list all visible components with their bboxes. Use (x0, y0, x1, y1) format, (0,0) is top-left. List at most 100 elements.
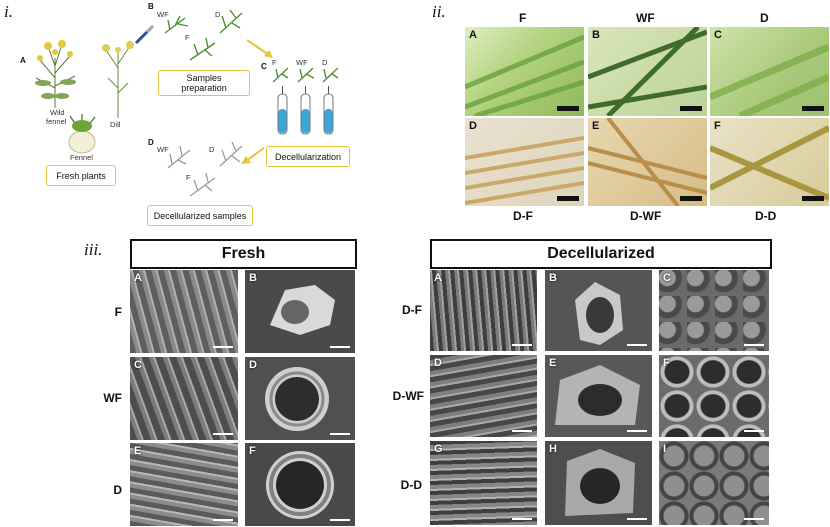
fresh-scalebar-b (330, 346, 350, 348)
ii-scalebar-e (680, 196, 702, 201)
fresh-scalebar-e (213, 519, 233, 521)
panel-i-label: i. (4, 2, 13, 21)
d-code-wf: WF (157, 145, 169, 154)
decell-sem-i: I (659, 441, 769, 525)
fennel-label: Fennel (70, 153, 93, 162)
ii-scalebar-d (557, 196, 579, 201)
decell-sem-d: D (430, 355, 537, 437)
decellularization-box: Decellularization (266, 146, 350, 167)
panel-i-label-b: B (148, 2, 154, 11)
ii-scalebar-c (802, 106, 824, 111)
panel-i-label-a: A (20, 56, 26, 65)
fresh-letter-c: C (134, 359, 142, 371)
decell-sem-e: E (545, 355, 652, 437)
fresh-letter-a: A (134, 272, 142, 284)
fresh-sem-f: F (245, 443, 355, 526)
decell-letter-g: G (434, 443, 443, 455)
decell-scalebar-c (744, 344, 764, 346)
wild-fennel-illustration (35, 40, 76, 108)
c-code-f: F (272, 58, 277, 67)
fennel-bulb-illustration (68, 114, 96, 154)
ii-title-d-wf: D-WF (630, 209, 662, 223)
b-code-wf: WF (157, 10, 169, 19)
b-sample-sprigs (164, 9, 243, 61)
decell-scalebar-e (627, 430, 647, 432)
fresh-sem-d: D (245, 357, 355, 440)
panel-ii-label: ii. (432, 2, 446, 21)
ii-scalebar-b (680, 106, 702, 111)
wild-fennel-label-2: fennel (46, 117, 67, 126)
decell-letter-f: F (663, 357, 670, 369)
arrow-b-to-c (246, 39, 273, 58)
c-code-wf: WF (296, 58, 308, 67)
decellularized-samples-box: Decellularized samples (147, 205, 253, 226)
fresh-row-label-wf: WF (103, 391, 122, 405)
fresh-scalebar-d (330, 433, 350, 435)
decell-scalebar-a (512, 344, 532, 346)
fresh-header: Fresh (130, 239, 357, 269)
ii-photo-d: D (465, 118, 584, 206)
fresh-letter-d: D (249, 359, 257, 371)
ii-photo-e: E (588, 118, 707, 206)
fresh-letter-f: F (249, 445, 256, 457)
fresh-sem-c: C (130, 357, 238, 440)
panel-i-label-c: C (261, 62, 267, 71)
ii-letter-e: E (592, 120, 600, 132)
fresh-row-label-d: D (113, 483, 122, 497)
fresh-letter-e: E (134, 445, 142, 457)
fresh-scalebar-a (213, 346, 233, 348)
ii-scalebar-f (802, 196, 824, 201)
ii-title-wf: WF (636, 11, 655, 25)
wild-fennel-label-1: Wild (50, 108, 65, 117)
dill-label: Dill (110, 120, 121, 129)
c-code-d: D (322, 58, 328, 67)
ii-letter-b: B (592, 29, 600, 41)
fresh-sem-b: B (245, 270, 355, 353)
arrow-c-to-d (241, 147, 265, 164)
ii-title-f: F (519, 11, 527, 25)
decell-letter-h: H (549, 443, 557, 455)
decell-scalebar-i (744, 518, 764, 520)
ii-photo-f: F (710, 118, 829, 206)
decell-row-label-d-d: D-D (400, 478, 422, 492)
decell-scalebar-b (627, 344, 647, 346)
dill-illustration (102, 41, 134, 118)
d-decellularized-sprigs (167, 141, 243, 197)
panel-iii-label: iii. (84, 240, 103, 259)
decell-sem-c: C (659, 270, 769, 351)
decell-row-label-d-wf: D-WF (392, 389, 424, 403)
decell-letter-i: I (663, 443, 667, 455)
decell-scalebar-h (627, 518, 647, 520)
c-sprigs-and-tubes (272, 67, 339, 135)
ii-photo-c: C (710, 27, 829, 116)
samples-preparation-box: Samples preparation (158, 70, 250, 96)
fresh-scalebar-c (213, 433, 233, 435)
ii-photo-b: B (588, 27, 707, 116)
fresh-row-label-f: F (114, 305, 122, 319)
fresh-letter-b: B (249, 272, 257, 284)
ii-title-d: D (760, 11, 769, 25)
decell-row-label-d-f: D-F (402, 303, 422, 317)
ii-scalebar-a (557, 106, 579, 111)
fresh-sem-a: A (130, 270, 238, 353)
decell-scalebar-d (512, 430, 532, 432)
ii-letter-d: D (469, 120, 477, 132)
ii-letter-f: F (714, 120, 721, 132)
ii-photo-a: A (465, 27, 584, 116)
decellularized-header: Decellularized (430, 239, 772, 269)
decell-letter-c: C (663, 272, 671, 284)
decell-sem-g: G (430, 441, 537, 525)
decell-sem-h: H (545, 441, 652, 525)
d-code-f: F (186, 173, 191, 182)
ii-title-d-d: D-D (755, 209, 777, 223)
decell-scalebar-g (512, 518, 532, 520)
ii-title-d-f: D-F (513, 209, 533, 223)
decell-letter-d: D (434, 357, 442, 369)
decell-sem-f: F (659, 355, 769, 437)
b-code-d: D (215, 10, 221, 19)
b-code-f: F (185, 33, 190, 42)
knife-icon (134, 24, 155, 45)
fresh-scalebar-f (330, 519, 350, 521)
fresh-sem-e: E (130, 443, 238, 526)
decell-letter-e: E (549, 357, 557, 369)
